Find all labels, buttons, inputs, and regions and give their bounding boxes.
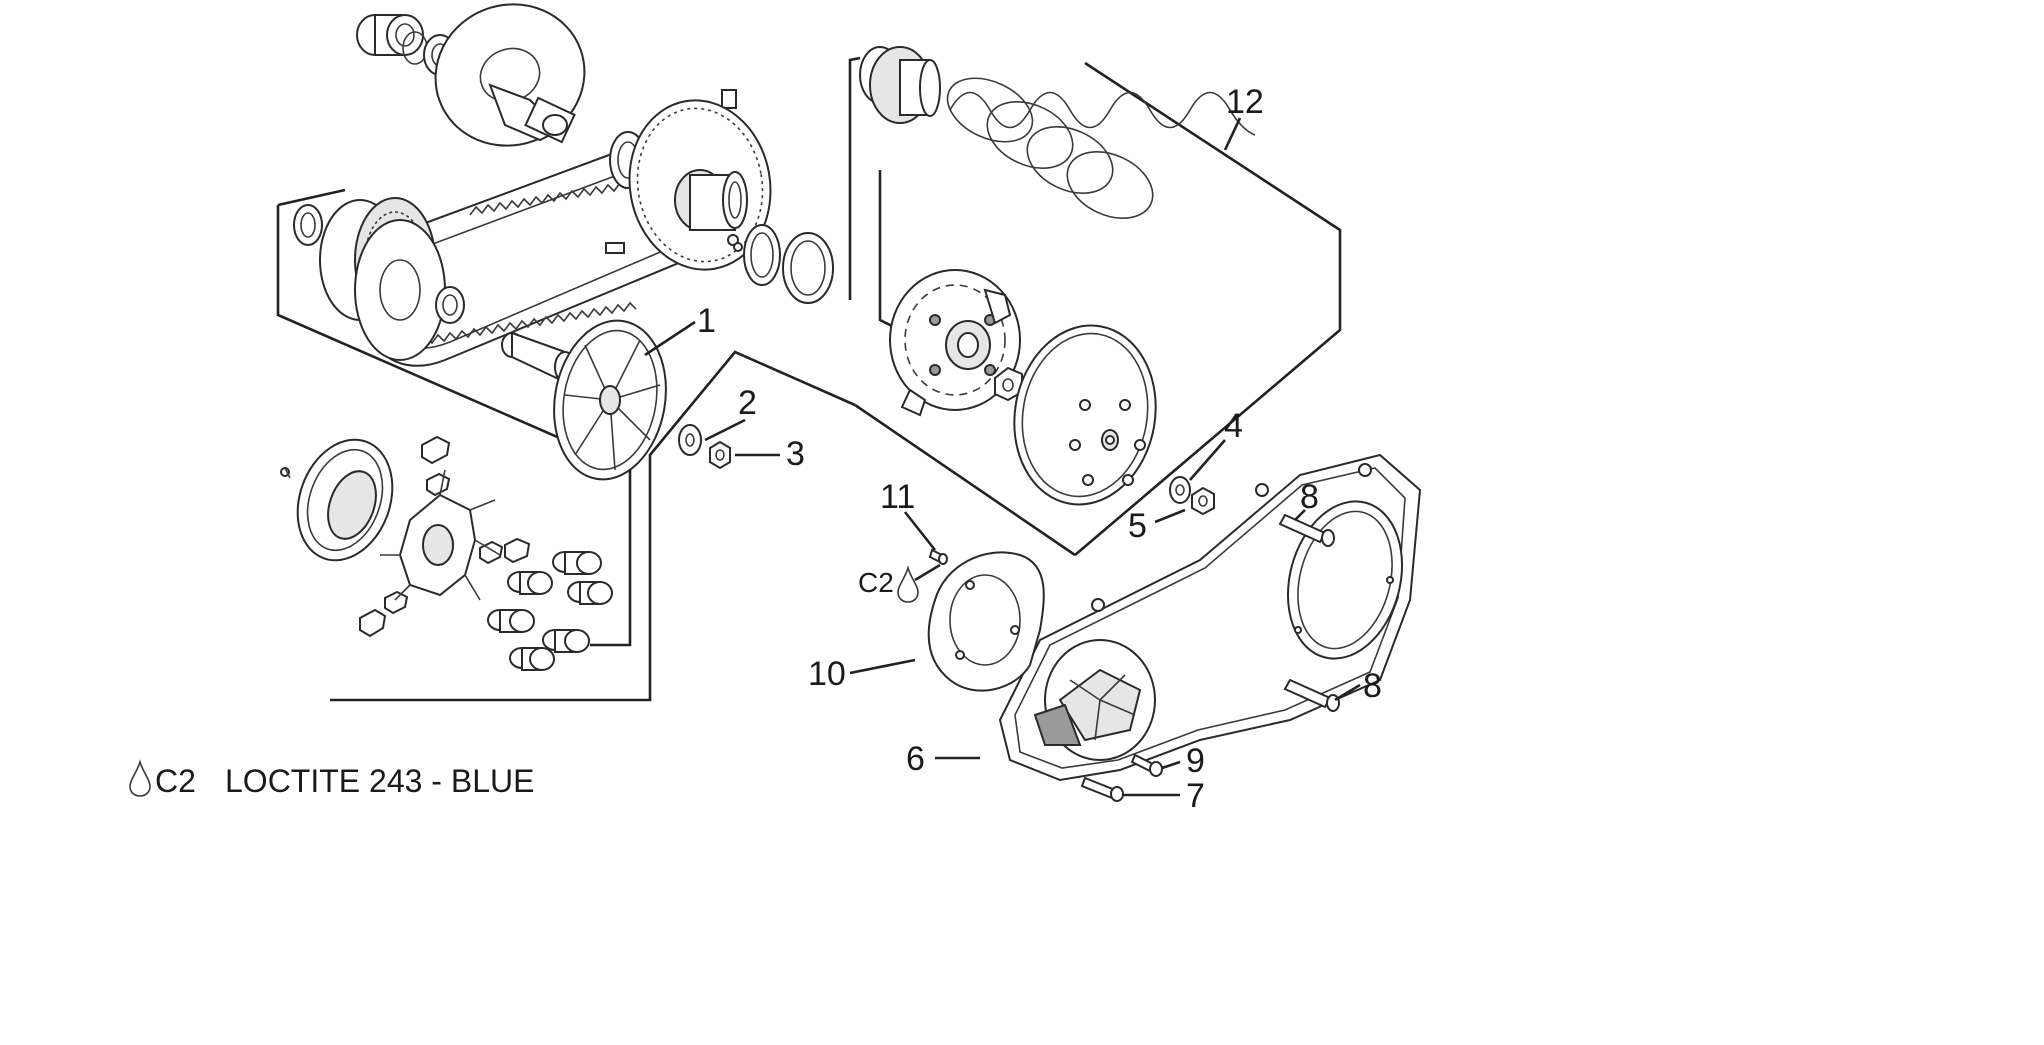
ramp-plate-part xyxy=(380,469,501,601)
callout-12: 12 xyxy=(1226,83,1264,121)
cover-plate-part xyxy=(927,551,1045,692)
clutch-bell-part xyxy=(1013,324,1157,506)
needle-bearing-part xyxy=(356,14,424,56)
drop-icon xyxy=(897,565,919,603)
callout-2: 2 xyxy=(738,384,757,422)
cover-bolt-8a-part xyxy=(1278,513,1335,547)
clutch-assembly-part xyxy=(889,269,1021,417)
clutch-spring-seat-part xyxy=(859,46,941,124)
callout-9: 9 xyxy=(1186,742,1205,780)
threadlock-tag: C2 xyxy=(858,565,919,603)
nut-5-part xyxy=(1191,486,1215,516)
callout-1: 1 xyxy=(697,302,716,340)
legend: C2 LOCTITE 243 - BLUE xyxy=(129,759,534,799)
callout-4: 4 xyxy=(1224,407,1243,445)
callout-7: 7 xyxy=(1186,777,1205,815)
washer-4-part xyxy=(1169,476,1191,504)
callout-11: 11 xyxy=(880,478,915,516)
plate-screw-part xyxy=(928,548,948,565)
cover-bolt-9-part xyxy=(1130,753,1163,777)
callout-8a: 8 xyxy=(1300,478,1319,516)
small-screw-part xyxy=(727,234,743,252)
cover-bolt-7-part xyxy=(1080,776,1124,802)
clutch-spring-part xyxy=(946,77,1256,219)
dowel-pin-part xyxy=(605,89,737,254)
callout-10: 10 xyxy=(808,655,846,693)
roller-weights-part xyxy=(487,551,613,671)
callout-5: 5 xyxy=(1128,507,1147,545)
driven-pulley-movable-half-part xyxy=(628,99,772,271)
legend-code: C2 xyxy=(155,763,196,799)
screw-small-part xyxy=(280,467,291,479)
leader-lines xyxy=(644,117,1361,797)
starter-gear-part xyxy=(319,197,446,361)
clutch-nut-part xyxy=(994,366,1023,402)
callouts: 1 2 3 4 5 6 7 8 8 9 10 11 12 xyxy=(697,83,1382,815)
o-ring-pair-part xyxy=(743,224,834,304)
legend-text: LOCTITE 243 - BLUE xyxy=(225,763,534,799)
callout-8b: 8 xyxy=(1363,667,1382,705)
cover-bolt-8b-part xyxy=(1283,678,1340,712)
callout-3: 3 xyxy=(786,435,805,473)
slider-pieces-part xyxy=(359,435,531,638)
bushing-part xyxy=(435,286,465,324)
drive-pulley-fan-part xyxy=(553,319,667,481)
oil-seal-part xyxy=(293,204,323,246)
driven-pulley-fixed-half-part xyxy=(434,3,586,147)
drop-icon xyxy=(129,759,151,797)
washer-part xyxy=(678,424,702,456)
variator-cover-part xyxy=(296,438,394,562)
flange-nut-part xyxy=(709,440,731,470)
callout-6: 6 xyxy=(906,740,925,778)
threadlock-code: C2 xyxy=(858,567,894,598)
